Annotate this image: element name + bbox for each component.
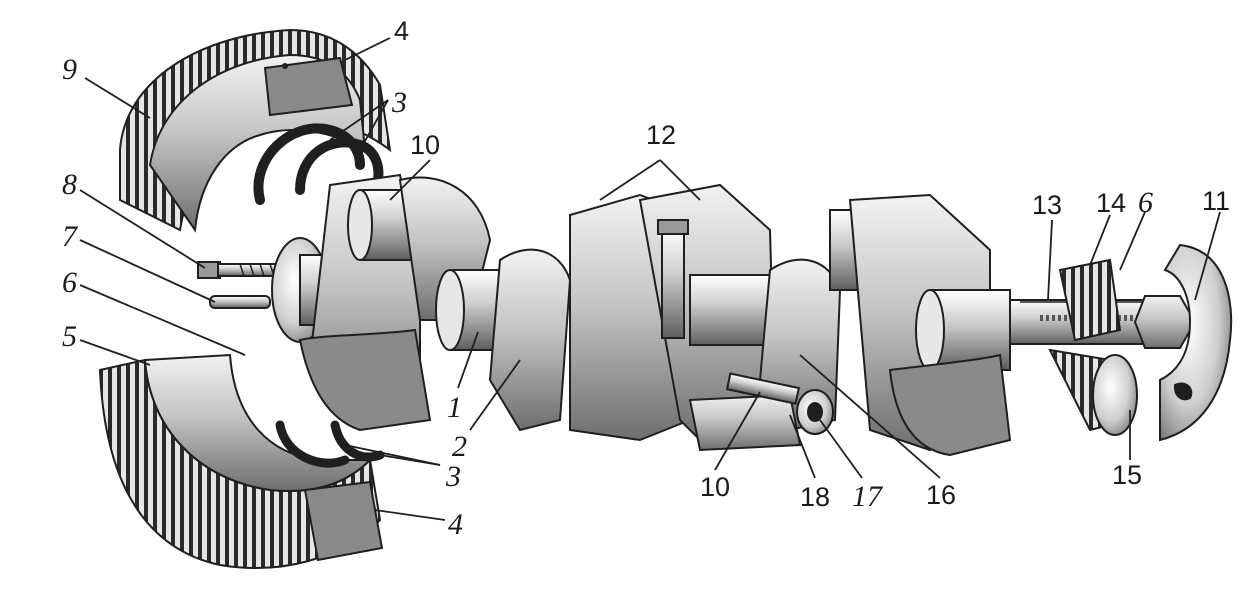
thrust-rings-upper (253, 123, 384, 205)
label-1: 1 (447, 391, 462, 424)
label-6-left: 6 (62, 266, 77, 299)
dowel-pin (209, 295, 271, 309)
flywheel-upper-half (119, 28, 392, 233)
label-17: 17 (852, 480, 882, 513)
bearing-shells (298, 328, 1012, 457)
leader-lines (79, 37, 1221, 521)
label-7: 7 (62, 220, 77, 253)
flywheel-lower-half (98, 353, 384, 569)
label-3-bottom: 3 (446, 460, 461, 493)
label-10-bottom: 10 (700, 472, 731, 502)
label-9: 9 (62, 53, 77, 86)
label-18: 18 (800, 482, 831, 512)
label-14: 14 (1096, 188, 1127, 218)
label-10-top: 10 (410, 130, 441, 160)
label-15: 15 (1112, 460, 1143, 490)
label-11: 11 (1202, 186, 1231, 216)
flywheel-bolt (197, 261, 279, 279)
label-13: 13 (1032, 190, 1063, 220)
label-4-top: 4 (394, 16, 410, 46)
label-6-right: 6 (1138, 186, 1153, 219)
label-8: 8 (62, 168, 77, 201)
label-12: 12 (646, 120, 677, 150)
label-2: 2 (452, 430, 467, 463)
label-4-bottom: 4 (448, 508, 463, 541)
label-16: 16 (926, 480, 957, 510)
thrust-rings-lower (275, 420, 385, 468)
label-5: 5 (62, 320, 77, 353)
label-3-top: 3 (392, 86, 407, 119)
